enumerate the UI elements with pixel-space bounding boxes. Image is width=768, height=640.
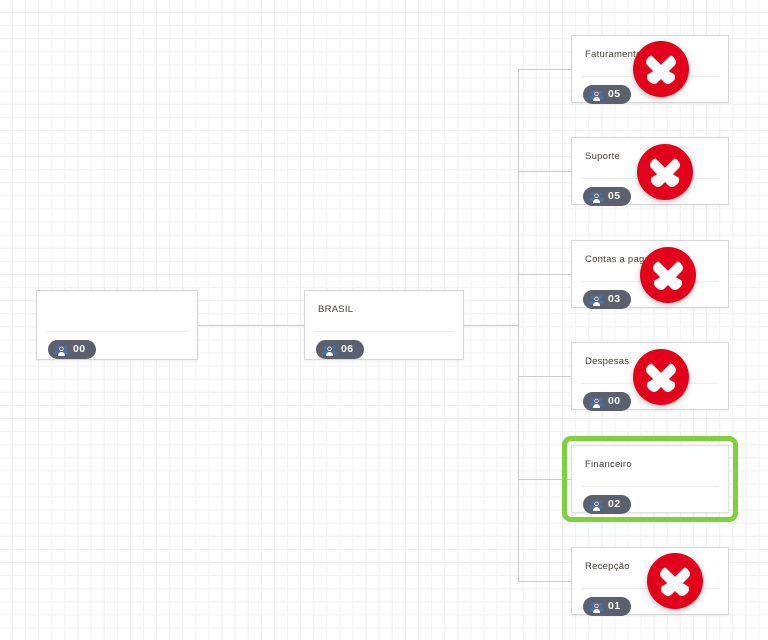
node-member-count: 00 — [608, 395, 621, 408]
node-divider — [581, 486, 719, 487]
close-circle-icon[interactable] — [636, 143, 694, 201]
connector-branch-suporte — [518, 171, 571, 172]
org-node-financeiro[interactable]: Financeiro 02 — [571, 445, 729, 514]
node-title: Despesas — [585, 356, 630, 367]
close-circle-icon[interactable] — [632, 348, 690, 406]
node-divider — [314, 331, 454, 332]
connector-brasil-to-trunk — [464, 325, 518, 326]
node-member-count-badge[interactable]: 06 — [316, 340, 364, 359]
users-icon — [54, 344, 69, 356]
node-member-count-badge[interactable]: 05 — [583, 187, 631, 206]
users-icon — [589, 396, 604, 408]
node-divider — [46, 331, 188, 332]
node-member-count: 05 — [608, 88, 621, 101]
node-member-count: 06 — [341, 343, 354, 356]
connector-branch-faturamento — [518, 69, 571, 70]
node-title: Financeiro — [585, 459, 632, 470]
users-icon — [589, 499, 604, 511]
node-member-count: 02 — [608, 498, 621, 511]
close-circle-icon[interactable] — [646, 552, 704, 610]
node-member-count: 01 — [608, 600, 621, 613]
users-icon — [589, 191, 604, 203]
connector-trunk-vertical — [518, 69, 519, 581]
node-member-count-badge[interactable]: 05 — [583, 85, 631, 104]
node-member-count-badge[interactable]: 02 — [583, 495, 631, 514]
node-member-count-badge[interactable]: 01 — [583, 597, 631, 616]
connector-branch-financeiro — [518, 479, 571, 480]
node-member-count-badge[interactable]: 03 — [583, 290, 631, 309]
connector-branch-recepcao — [518, 581, 571, 582]
org-node-root[interactable]: 00 — [36, 290, 198, 360]
node-member-count: 00 — [73, 343, 86, 356]
users-icon — [589, 89, 604, 101]
connector-branch-despesas — [518, 376, 571, 377]
node-member-count: 05 — [608, 190, 621, 203]
close-circle-icon[interactable] — [639, 246, 697, 304]
node-title: Contas a pagar — [585, 254, 654, 265]
node-title: Suporte — [585, 151, 621, 162]
node-title: Recepção — [585, 561, 630, 572]
node-title: BRASIL — [318, 304, 354, 315]
node-member-count-badge[interactable]: 00 — [48, 340, 96, 359]
users-icon — [322, 344, 337, 356]
users-icon — [589, 601, 604, 613]
node-member-count-badge[interactable]: 00 — [583, 392, 631, 411]
users-icon — [589, 294, 604, 306]
connector-branch-contas — [518, 274, 571, 275]
org-node-brasil[interactable]: BRASIL 06 — [304, 290, 464, 360]
close-circle-icon[interactable] — [632, 40, 690, 98]
selected-node-highlight-ring — [562, 436, 738, 522]
node-member-count: 03 — [608, 293, 621, 306]
org-node-contas-a-pagar[interactable]: Contas a pagar 03 — [571, 240, 729, 309]
connector-root-to-brasil — [198, 325, 304, 326]
node-title: Faturamento — [585, 49, 642, 60]
